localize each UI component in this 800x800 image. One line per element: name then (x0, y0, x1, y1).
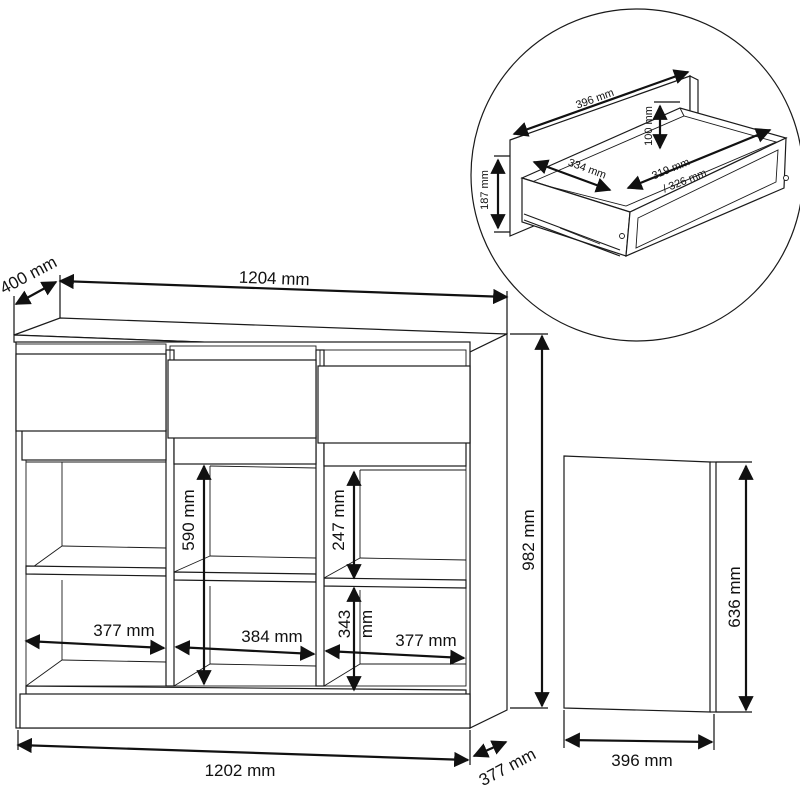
shelf-right (323, 577, 467, 589)
sideboard-body (13, 317, 508, 729)
drawer-front-left (15, 353, 167, 432)
label-drawer-height-outer: 187 mm (479, 170, 491, 210)
main-dimension-lines (13, 273, 550, 768)
shelf-left (25, 565, 167, 577)
label-compartment-lower-unit: mm (357, 610, 376, 638)
drawer-front-center (167, 359, 317, 439)
drawer-rail-right (323, 439, 467, 467)
label-side-width: 396 mm (611, 751, 672, 770)
label-width-center: 384 mm (241, 627, 302, 646)
drawer-rail-center (173, 435, 317, 465)
label-depth-top: 400 mm (0, 252, 60, 298)
label-width-left: 377 mm (93, 621, 154, 640)
label-side-height: 636 mm (725, 566, 744, 627)
label-width-right: 377 mm (395, 631, 456, 650)
label-overall-width-top: 1204 mm (238, 268, 309, 289)
label-compartment-lower: 343 (335, 610, 354, 638)
label-compartment-shelf: 247 mm (329, 489, 348, 550)
plinth (19, 693, 471, 729)
right-side-depth (469, 333, 508, 729)
drawer-detail (490, 69, 789, 257)
drawer-rail-left (21, 429, 167, 461)
label-overall-width-bottom: 1202 mm (205, 761, 276, 780)
shelf-center (173, 571, 317, 583)
drawer-front-right (317, 365, 471, 444)
label-drawer-height-inner: 100 mm (643, 106, 655, 146)
label-compartment-upper: 590 mm (179, 489, 198, 550)
side-panel (563, 455, 754, 750)
label-height: 982 mm (519, 509, 538, 570)
